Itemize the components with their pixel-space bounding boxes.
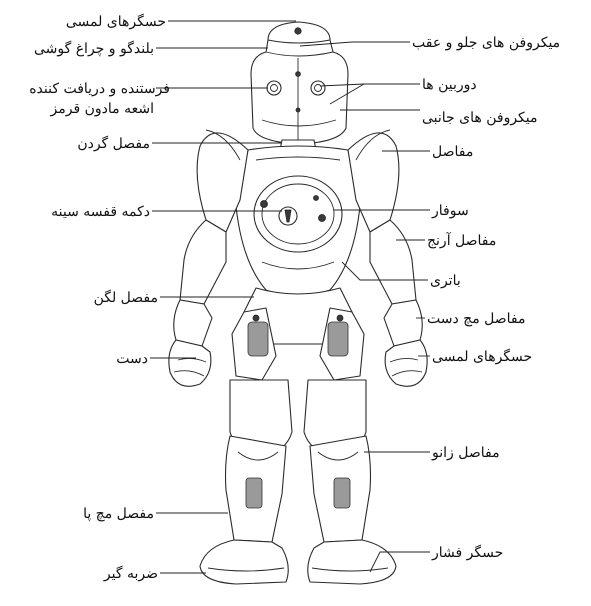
label-ankle-joint: مفصل مچ پا	[83, 506, 154, 522]
label-side-mics: میکروفن های جانبی	[422, 110, 538, 126]
label-battery: باتری	[430, 273, 461, 289]
label-knee-joints: مفاصل زانو	[431, 445, 500, 461]
label-pressure-sensor: حسگر فشار	[431, 544, 503, 561]
label-cameras: دوربین ها	[422, 77, 477, 93]
label-tactile-sensors-head: حسگرهای لمسی	[66, 13, 166, 30]
robot-right-leg	[304, 380, 396, 584]
labels-right: میکروفن های جلو و عقب دوربین ها میکروفن …	[412, 35, 560, 561]
label-bumper: ضربه گیر	[103, 565, 158, 582]
label-tactile-sensors-hand: حسگرهای لمسی	[432, 348, 532, 365]
label-hand: دست	[116, 351, 148, 367]
robot-head	[251, 22, 348, 144]
robot-left-leg	[200, 380, 292, 584]
label-mics-front-back: میکروفن های جلو و عقب	[412, 35, 560, 51]
labels-left: حسگرهای لمسی بلندگو و چراغ گوشی فرستنده …	[29, 13, 170, 582]
label-elbow-joints: مفاصل آرنج	[427, 231, 496, 249]
label-ir-transceiver-2: اشعه مادون قرمز	[50, 101, 154, 117]
robot-torso	[236, 146, 360, 296]
label-wrist-joints: مفاصل مچ دست	[427, 311, 526, 327]
label-neck-joint: مفصل گردن	[77, 135, 150, 152]
label-sonar: سوفار	[431, 203, 469, 219]
robot-illustration	[169, 22, 427, 584]
label-chest-button: دکمه قفسه سینه	[51, 204, 150, 220]
label-joints: مفاصل	[432, 144, 473, 160]
label-ir-transceiver-1: فرستنده و دریافت کننده	[29, 81, 170, 97]
label-hip-joint: مفصل لگن	[94, 289, 158, 306]
robot-pelvis	[232, 288, 364, 380]
label-speaker-ear-led: بلندگو و چراغ گوشی	[34, 40, 154, 57]
